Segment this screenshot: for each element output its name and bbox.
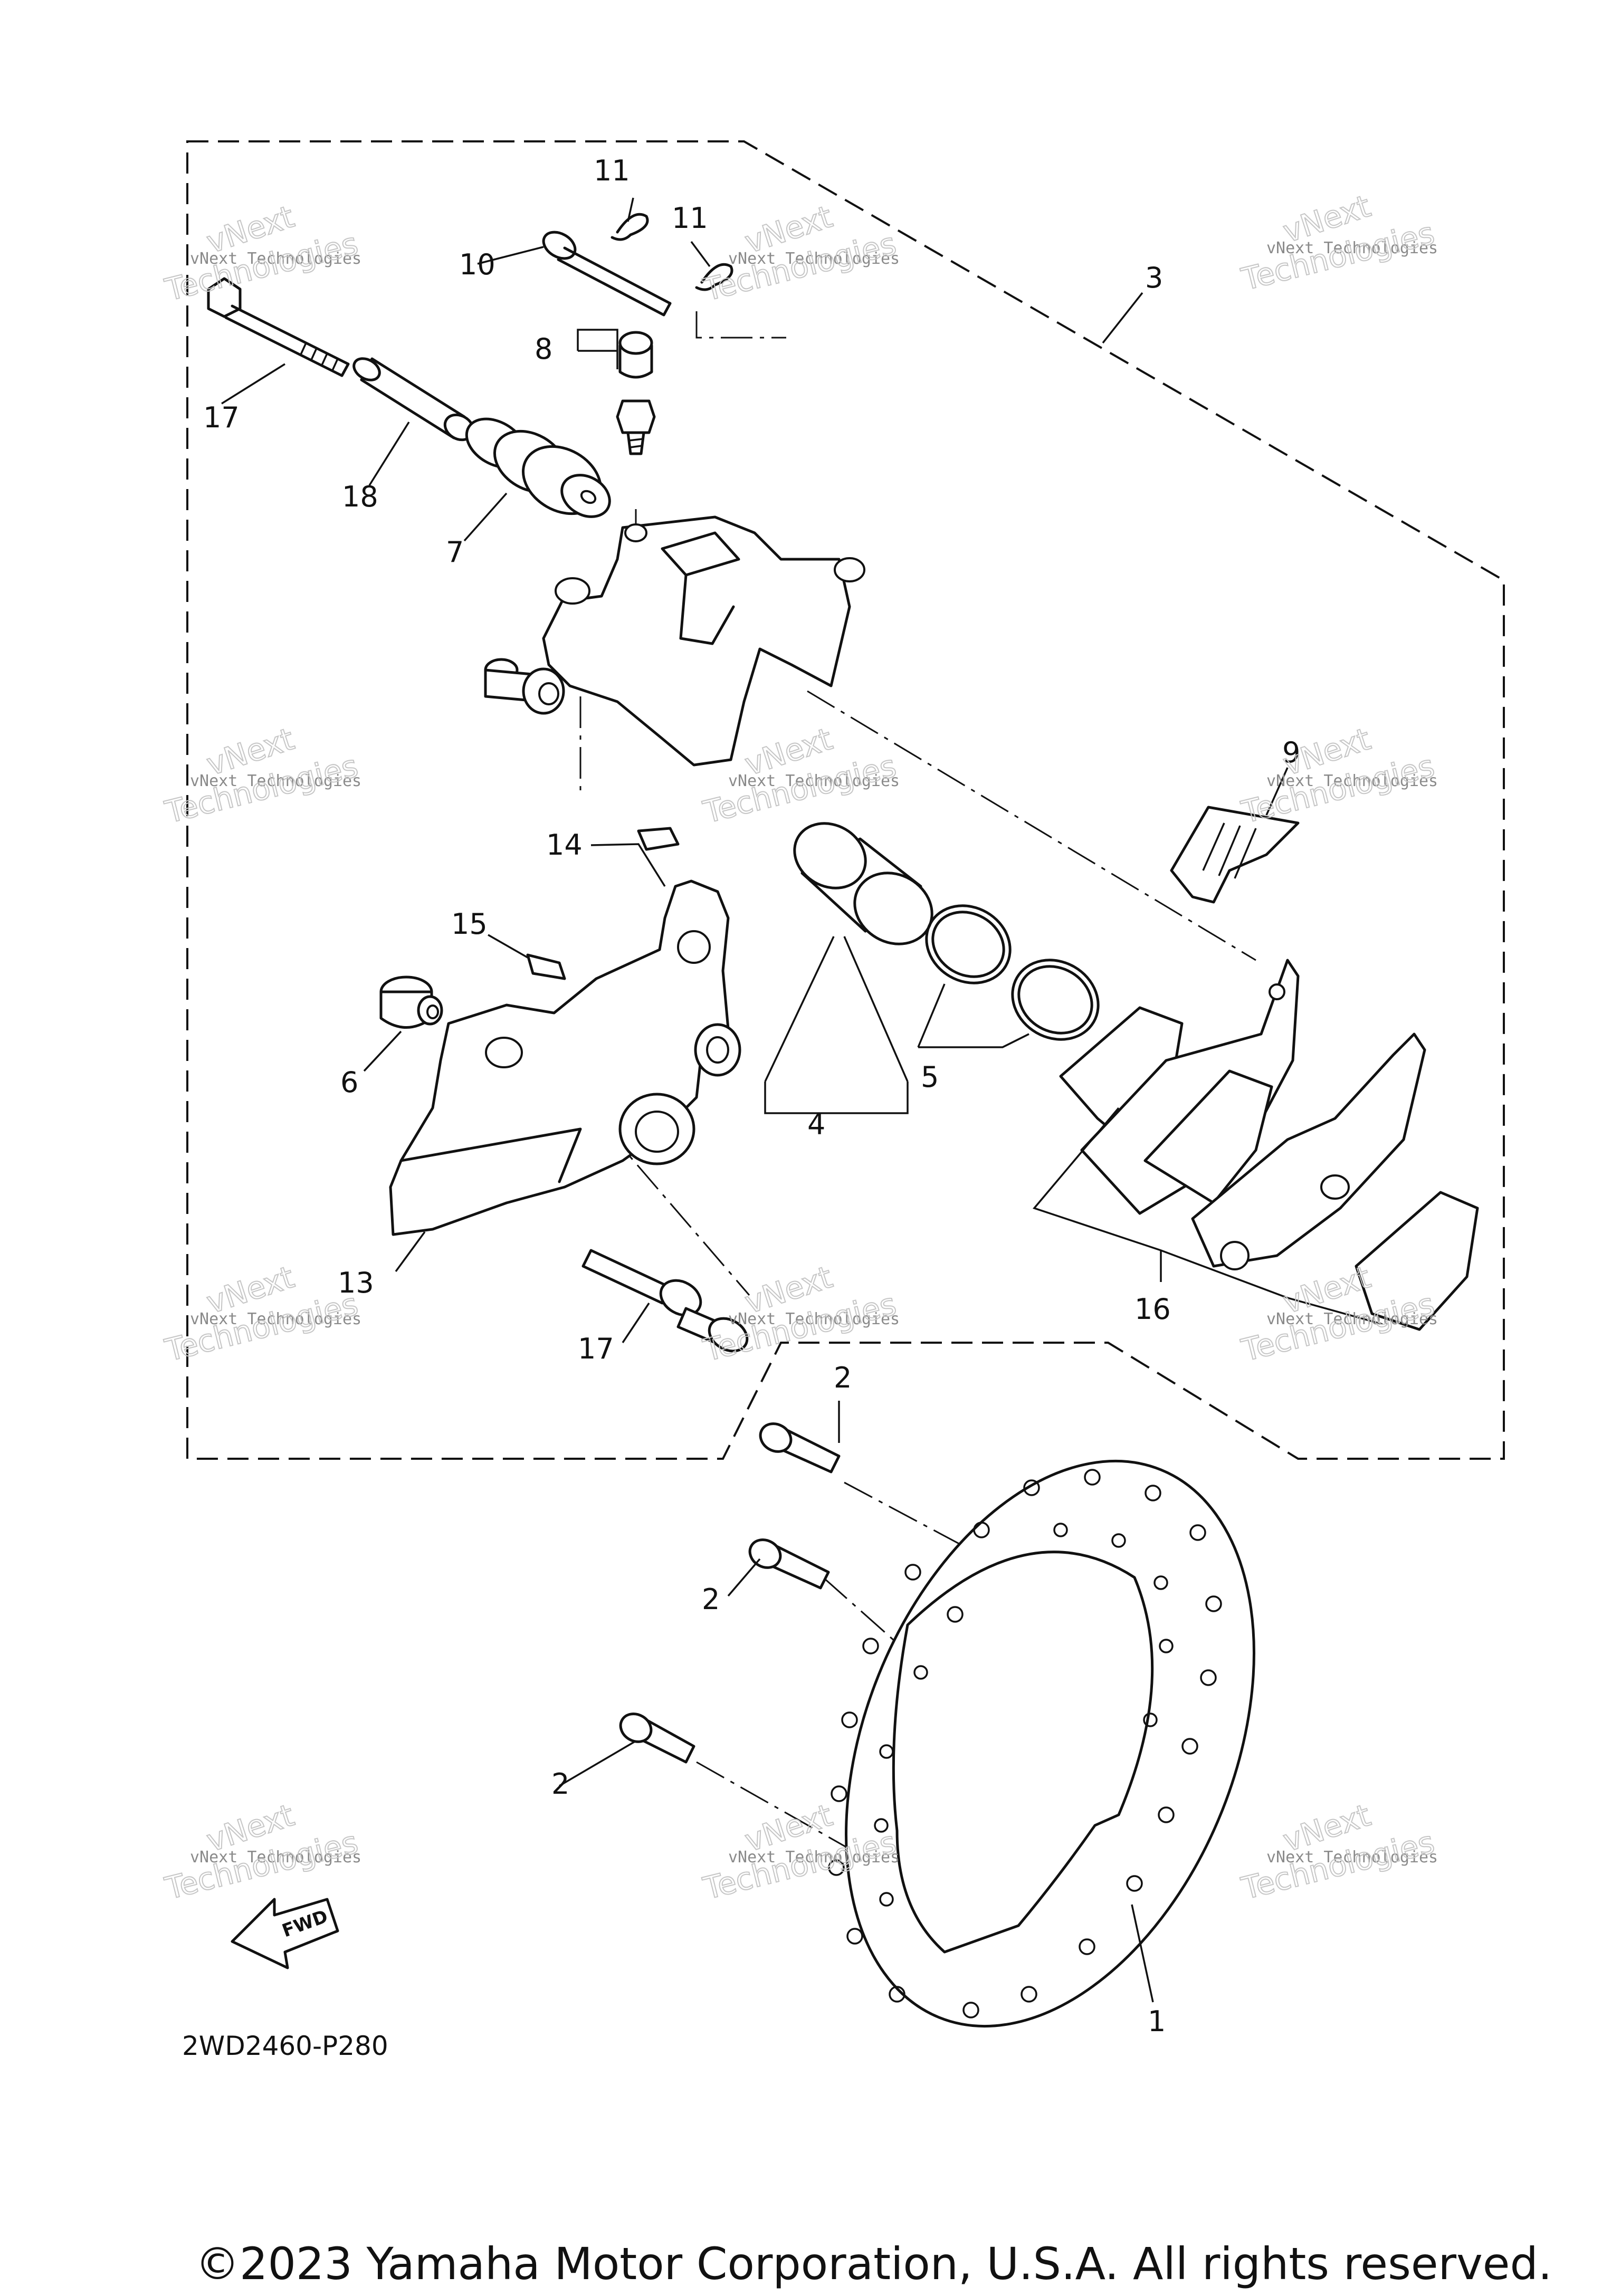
svg-text:vNext Technologies: vNext Technologies	[728, 772, 900, 790]
callout-14: 15	[451, 907, 488, 941]
callout-17: 17	[203, 401, 240, 434]
sleeve-part-18	[352, 357, 475, 442]
svg-text:vNext Technologies: vNext Technologies	[728, 1848, 900, 1867]
svg-text:vNext Technologies: vNext Technologies	[1266, 772, 1438, 790]
callout-18: 18	[342, 480, 378, 513]
callout-9: 9	[1282, 736, 1300, 769]
callout-5: 5	[921, 1060, 939, 1094]
brake-disc-part-1	[828, 1459, 1255, 2028]
callout-1: 1	[1148, 2005, 1166, 2038]
watermark: vNext vNext Technologies Technologies	[161, 720, 362, 831]
callout-15: 16	[1134, 1293, 1171, 1326]
watermark: vNext vNext Technologies Technologies	[161, 198, 362, 309]
svg-text:vNext Technologies: vNext Technologies	[728, 250, 900, 268]
copyright-footer: ©2023 Yamaha Motor Corporation, U.S.A. A…	[195, 2238, 1552, 2290]
callout-labels: 3 11 11 10 8 17 18 7 9 14 15 6 5 4 13 16…	[203, 154, 1300, 2038]
boot-part-7	[465, 417, 611, 518]
bleed-screw-part-8	[616, 331, 656, 455]
pad-spring-part-9	[1170, 806, 1300, 904]
svg-text:vNext Technologies: vNext Technologies	[190, 1848, 361, 1867]
svg-text:vNext Technologies: vNext Technologies	[190, 1310, 361, 1328]
callout-8: 8	[535, 332, 552, 366]
brake-pad-set-part-15	[1059, 959, 1479, 1331]
pin-part-10	[542, 231, 672, 317]
clip-part-13	[637, 827, 680, 851]
forward-arrow-icon: FWD	[231, 1898, 339, 1969]
watermark: vNext vNext Technologies Technologies	[699, 1258, 900, 1369]
svg-text:vNext Technologies: vNext Technologies	[1266, 239, 1438, 257]
callout-leaders	[221, 197, 1383, 2003]
svg-text:vNext Technologies: vNext Technologies	[1266, 1310, 1438, 1328]
callout-10: 10	[459, 248, 495, 281]
svg-text:vNext Technologies: vNext Technologies	[728, 1310, 900, 1328]
callout-6: 6	[340, 1066, 358, 1099]
slide-pin-part-16	[581, 1249, 749, 1353]
bolt-part-17	[207, 277, 350, 377]
bush-part-6	[379, 975, 443, 1029]
callout-3: 3	[1145, 261, 1163, 294]
clip-part-11	[611, 213, 733, 291]
callout-11-lower: 11	[672, 202, 708, 235]
caliper-body-part-3	[484, 515, 865, 767]
callout-12: 13	[338, 1266, 374, 1299]
watermark: vNext vNext Technologies Technologies	[161, 1258, 362, 1369]
svg-text:vNext Technologies: vNext Technologies	[190, 772, 361, 790]
callout-11-upper: 11	[594, 154, 630, 187]
watermark: vNext vNext Technologies Technologies	[1237, 187, 1438, 298]
diagram-code: 2WD2460-P280	[182, 2031, 388, 2061]
callout-13: 14	[546, 828, 583, 862]
watermark: vNext vNext Technologies Technologies	[1237, 1796, 1438, 1907]
svg-text:vNext Technologies: vNext Technologies	[190, 250, 361, 268]
seal-part-5	[925, 904, 1100, 1041]
callout-7: 7	[446, 535, 464, 569]
callout-2-lower: 2	[551, 1767, 569, 1801]
rotor-bolt-part-2	[619, 1422, 841, 1764]
caliper-bracket-part-12	[389, 879, 741, 1236]
watermark: vNext vNext Technologies Technologies	[161, 1796, 362, 1907]
callout-16: 17	[578, 1332, 614, 1365]
clip-part-14	[526, 953, 566, 980]
caliper-assembly-boundary	[186, 140, 1505, 1460]
watermark: vNext vNext Technologies Technologies	[699, 198, 900, 309]
callout-2-middle: 2	[702, 1583, 720, 1616]
svg-text:vNext Technologies: vNext Technologies	[1266, 1848, 1438, 1867]
callout-4: 4	[807, 1108, 825, 1141]
piston-part-4	[793, 822, 933, 945]
watermark: vNext vNext Technologies Technologies	[1237, 720, 1438, 831]
callout-2-upper: 2	[834, 1361, 852, 1394]
